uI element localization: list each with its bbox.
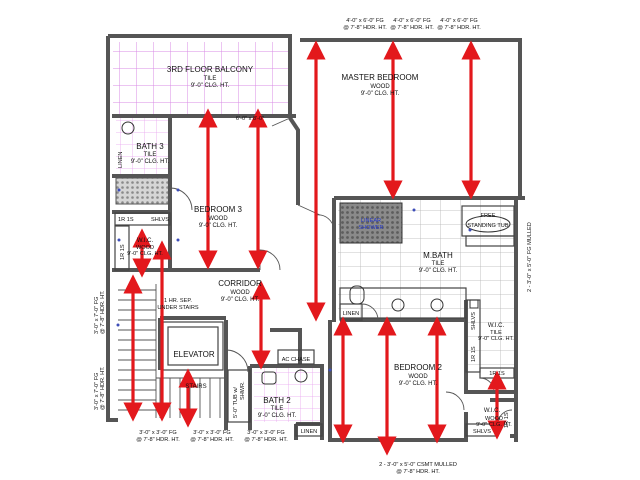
- closet-lower-shelves: SHLVS: [473, 429, 491, 435]
- mbath-ceiling: 9'-0" CLG. HT.: [419, 268, 458, 274]
- mbath-finish: TILE: [432, 261, 445, 267]
- bottom-note-1-line2: @ 7'-8" HDR. HT.: [136, 437, 180, 443]
- tub-note-line1: 5'-0" TUB w/: [233, 387, 239, 418]
- closet-mbath-rod-side: 1R 1S: [471, 346, 477, 362]
- closet-upper-shelves: SHLVS: [151, 217, 169, 223]
- left-note-col2-a: 3'-0" x 7'-0" FG: [94, 296, 100, 334]
- corridor-ceiling: 9'-0" CLG. HT.: [221, 297, 260, 303]
- bath3-tile-floor: [116, 116, 170, 176]
- balcony-tile-floor: [113, 42, 288, 114]
- bath3-name: BATH 3: [136, 142, 164, 151]
- bath2-finish: TILE: [271, 406, 284, 412]
- bedroom2-ceiling: 9'-0" CLG. HT.: [399, 381, 438, 387]
- master-bedroom-ceiling: 9'-0" CLG. HT.: [361, 91, 400, 97]
- shower-line2: SHOWER: [358, 225, 383, 231]
- closet-lower-name: W.I.C.: [484, 408, 501, 414]
- closet-upper-rod-top: 1R 1S: [118, 217, 134, 223]
- right-window-note: 2 - 3'-0" x 5'-0" FG MULLED: [527, 222, 533, 292]
- bath3-toilet: [121, 121, 135, 135]
- balcony-finish: TILE: [204, 76, 217, 82]
- bath3-shower-pan: [115, 177, 171, 205]
- linen-mbath-label: LINEN: [343, 311, 359, 317]
- top-note-2-line1: 4'-0" x 6'-0" FG: [393, 18, 431, 24]
- mbath-shower-pan: [339, 202, 403, 244]
- free-standing-tub: [465, 215, 511, 233]
- balcony-ceiling: 9'-0" CLG. HT.: [191, 83, 230, 89]
- master-bedroom-name: MASTER BEDROOM: [342, 73, 419, 82]
- closet-mbath-rod-bottom: 1R 1S: [489, 371, 505, 377]
- bedroom2-name: BEDROOM 2: [394, 363, 443, 372]
- bath2-ceiling: 9'-0" CLG. HT.: [258, 413, 297, 419]
- bottom-note-2-line1: 3'-0" x 3'-0" FG: [193, 430, 231, 436]
- corridor-finish: WOOD: [230, 290, 250, 296]
- bedroom3-name: BEDROOM 3: [194, 205, 243, 214]
- bottom-note-3-line2: @ 7'-8" HDR. HT.: [244, 437, 288, 443]
- balcony-door-note: 6'-0" x 8'-0": [236, 116, 264, 122]
- bedroom3-ceiling: 9'-0" CLG. HT.: [199, 223, 238, 229]
- bottom-right-note-line1: 2 - 3'-0" x 5'-0" CSMT MULLED: [379, 462, 457, 468]
- closet-mbath-ceiling: 9'-0" CLG. HT.: [478, 336, 514, 342]
- left-note-col1-a: 3'-0" x 7'-0" FG: [94, 372, 100, 410]
- bottom-note-2-line2: @ 7'-8" HDR. HT.: [190, 437, 234, 443]
- elevator-label: ELEVATOR: [173, 350, 215, 359]
- free-tub-line1: FREE: [481, 213, 496, 219]
- left-note-col2-b: @ 7'-8" HDR. HT.: [100, 290, 106, 334]
- mbath-name: M.BATH: [423, 251, 453, 260]
- bottom-right-note-line2: @ 7'-8" HDR. HT.: [396, 469, 440, 475]
- master-bedroom-finish: WOOD: [370, 84, 390, 90]
- bath3-linen-label: LINEN: [118, 152, 124, 168]
- top-note-2-line2: @ 7'-8" HDR. HT.: [390, 25, 434, 31]
- bath2-tile-floor: [254, 364, 322, 422]
- bath3-ceiling: 9'-0" CLG. HT.: [131, 159, 170, 165]
- mbath-closet-tile: [466, 300, 514, 372]
- balcony-name: 3RD FLOOR BALCONY: [167, 65, 254, 74]
- closet-upper-rod-side: 1R 1S: [120, 244, 126, 260]
- top-window-notes: 4'-0" x 6'-0" FG @ 7'-8" HDR. HT. 4'-0" …: [343, 18, 481, 31]
- top-note-1-line2: @ 7'-8" HDR. HT.: [343, 25, 387, 31]
- fixtures: [121, 121, 511, 385]
- corridor-name: CORRIDOR: [218, 279, 262, 288]
- bottom-note-3-line1: 3'-0" x 3'-0" FG: [247, 430, 285, 436]
- bottom-note-1-line1: 3'-0" x 3'-0" FG: [139, 430, 177, 436]
- mbath-sink-left: [391, 298, 405, 312]
- closet-upper-ceiling: 9'-0" CLG. HT.: [127, 251, 163, 257]
- bath2-toilet: [294, 369, 308, 383]
- bedroom3-finish: WOOD: [208, 216, 228, 222]
- under-stairs-line2: UNDER STAIRS: [157, 305, 199, 311]
- top-note-3-line2: @ 7'-8" HDR. HT.: [437, 25, 481, 31]
- bath3-finish: TILE: [144, 152, 157, 158]
- top-note-3-line1: 4'-0" x 6'-0" FG: [440, 18, 478, 24]
- closet-mbath-shelves: SHLVS: [471, 312, 477, 330]
- closet-mbath-finish: TILE: [490, 330, 502, 336]
- stairs-label: STAIRS: [185, 384, 206, 390]
- bath2-name: BATH 2: [263, 396, 291, 405]
- closet-lower-ceiling: 9'-0" CLG. HT.: [476, 422, 512, 428]
- closet-lower-finish: WOOD: [485, 416, 503, 422]
- red-arrows: [123, 40, 507, 456]
- shower-line1: LINEAR: [361, 218, 381, 224]
- free-tub-line2: STANDING TUB: [467, 223, 508, 229]
- closet-upper-finish: WOOD: [136, 245, 154, 251]
- closet-lower-rod: 1R 1S: [504, 412, 510, 428]
- mbath-sink-right: [430, 298, 444, 312]
- top-note-1-line1: 4'-0" x 6'-0" FG: [346, 18, 384, 24]
- bedroom2-finish: WOOD: [408, 374, 428, 380]
- linen-lower-label: LINEN: [301, 429, 317, 435]
- tub-note-line2: SHWR.: [240, 381, 246, 400]
- closet-upper-name: W.I.C.: [137, 238, 154, 244]
- under-stairs-line1: 1 HR. SEP.: [164, 298, 192, 304]
- small-blue-marks: [116, 188, 472, 372]
- left-note-col1-b: @ 7'-8" HDR. HT.: [100, 366, 106, 410]
- closet-mbath-name: W.I.C.: [488, 323, 505, 329]
- ac-chase-label: AC CHASE: [282, 357, 311, 363]
